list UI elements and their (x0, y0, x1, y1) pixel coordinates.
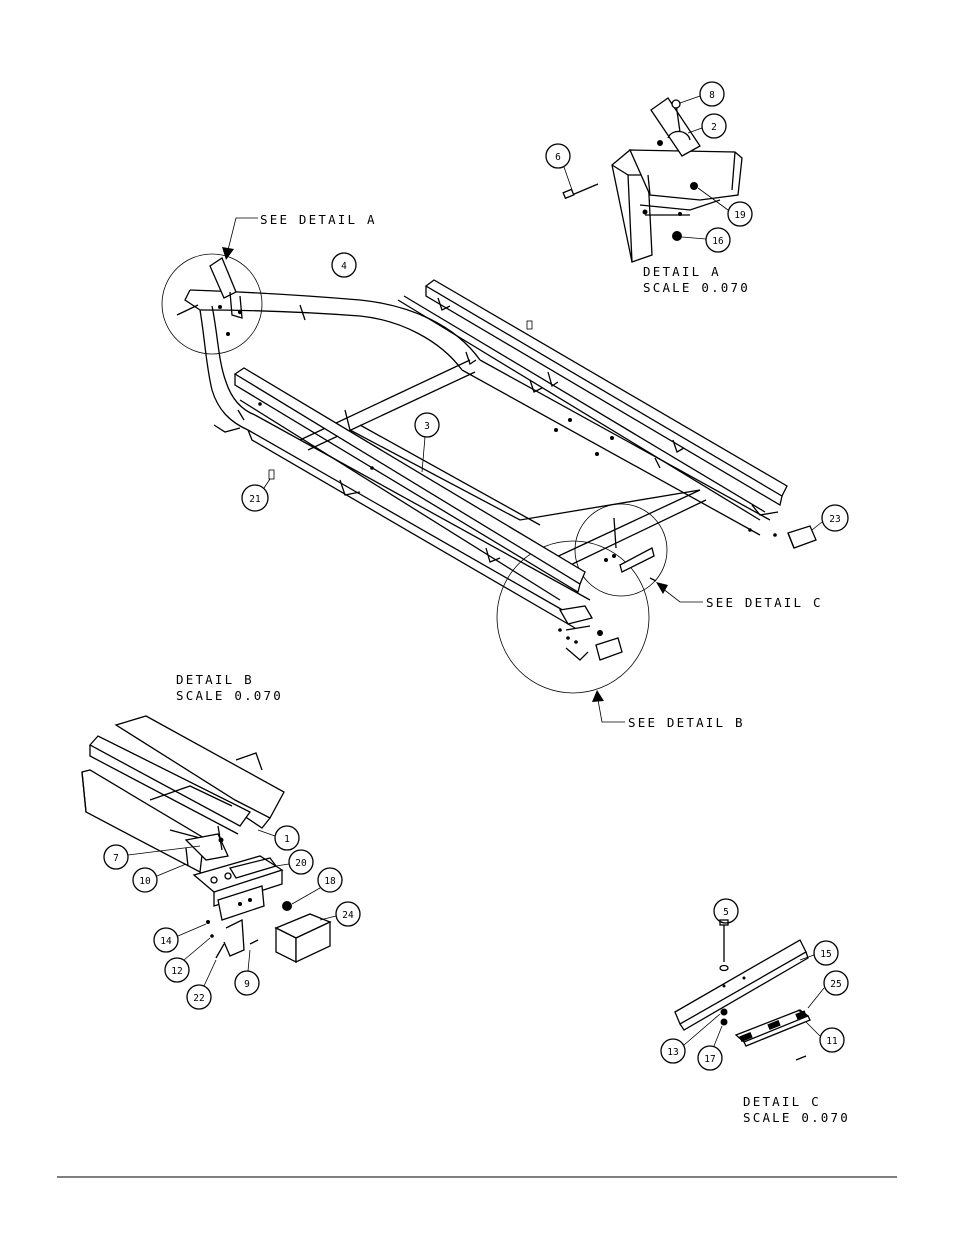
balloon-24-text: 24 (342, 910, 354, 921)
balloon-9 (234, 970, 260, 996)
balloon-19-text: 19 (734, 210, 746, 221)
balloon-23-text: 23 (829, 514, 840, 525)
balloon-20 (288, 849, 314, 875)
balloon-22 (186, 984, 212, 1010)
detail-a-illustration (562, 97, 743, 263)
balloon-3 (414, 412, 440, 438)
balloon-1-text: 1 (284, 834, 290, 845)
balloon-24 (335, 901, 361, 927)
balloon-20-text: 20 (295, 858, 307, 869)
detail-c-scale: SCALE 0.070 (743, 1110, 850, 1125)
balloon-18-text: 18 (324, 876, 336, 887)
balloon-17-text: 17 (704, 1054, 715, 1065)
see-detail-a-label: SEE DETAIL A (260, 212, 377, 227)
balloon-5 (713, 898, 739, 924)
balloon-18 (317, 867, 343, 893)
balloon-19 (727, 201, 753, 227)
balloon-11-text: 11 (826, 1036, 838, 1047)
detail-b-circle (496, 540, 650, 694)
balloon-15 (813, 940, 839, 966)
balloon-15-text: 15 (820, 949, 831, 960)
balloon-6 (545, 143, 571, 169)
balloon-14-text: 14 (160, 936, 172, 947)
detail-b-title: DETAIL B (176, 672, 254, 687)
balloon-8-text: 8 (709, 90, 715, 101)
balloon-11 (819, 1027, 845, 1053)
detail-b-illustration (81, 715, 332, 964)
detail-a-balloons: 8 2 6 19 16 (545, 81, 753, 253)
balloon-12 (164, 957, 190, 983)
detail-c-illustration (674, 919, 811, 1061)
balloon-21-text: 21 (249, 494, 261, 505)
detail-a-scale: SCALE 0.070 (643, 280, 750, 295)
main-callouts: SEE DETAIL A SEE DETAIL C SEE DETAIL B 4… (222, 212, 849, 730)
balloon-22-text: 22 (193, 993, 204, 1004)
detail-b-scale: SCALE 0.070 (176, 688, 283, 703)
balloon-7 (103, 844, 129, 870)
balloon-13 (660, 1038, 686, 1064)
balloon-25-text: 25 (830, 979, 841, 990)
balloon-17 (697, 1045, 723, 1071)
balloon-4-text: 4 (341, 261, 347, 272)
balloon-10-text: 10 (139, 876, 151, 887)
detail-c-balloons: 5 15 25 11 13 17 (660, 898, 849, 1071)
see-detail-c-label: SEE DETAIL C (706, 595, 823, 610)
balloon-2 (701, 113, 727, 139)
balloon-21 (241, 484, 269, 512)
balloon-3-text: 3 (424, 421, 430, 432)
balloon-16-text: 16 (712, 236, 724, 247)
detail-a-circle (161, 253, 263, 355)
balloon-7-text: 7 (113, 853, 119, 864)
balloon-25 (823, 970, 849, 996)
detail-c-title: DETAIL C (743, 1094, 821, 1109)
detail-b-balloons: 1 7 10 20 18 24 14 12 22 9 (103, 825, 361, 1010)
main-trailer-illustration (161, 253, 817, 694)
balloon-2-text: 2 (711, 122, 717, 133)
balloon-9-text: 9 (244, 979, 250, 990)
see-detail-b-label: SEE DETAIL B (628, 715, 745, 730)
detail-c-circle (574, 503, 668, 597)
balloon-1 (274, 825, 300, 851)
balloon-16 (705, 227, 731, 253)
balloon-8 (699, 81, 725, 107)
balloon-14 (153, 927, 179, 953)
balloon-13-text: 13 (667, 1047, 678, 1058)
balloon-6-text: 6 (555, 152, 561, 163)
balloon-23 (821, 504, 849, 532)
balloon-10 (132, 867, 158, 893)
balloon-5-text: 5 (723, 907, 729, 918)
detail-a-title: DETAIL A (643, 264, 721, 279)
balloon-4 (331, 252, 357, 278)
balloon-12-text: 12 (171, 966, 182, 977)
